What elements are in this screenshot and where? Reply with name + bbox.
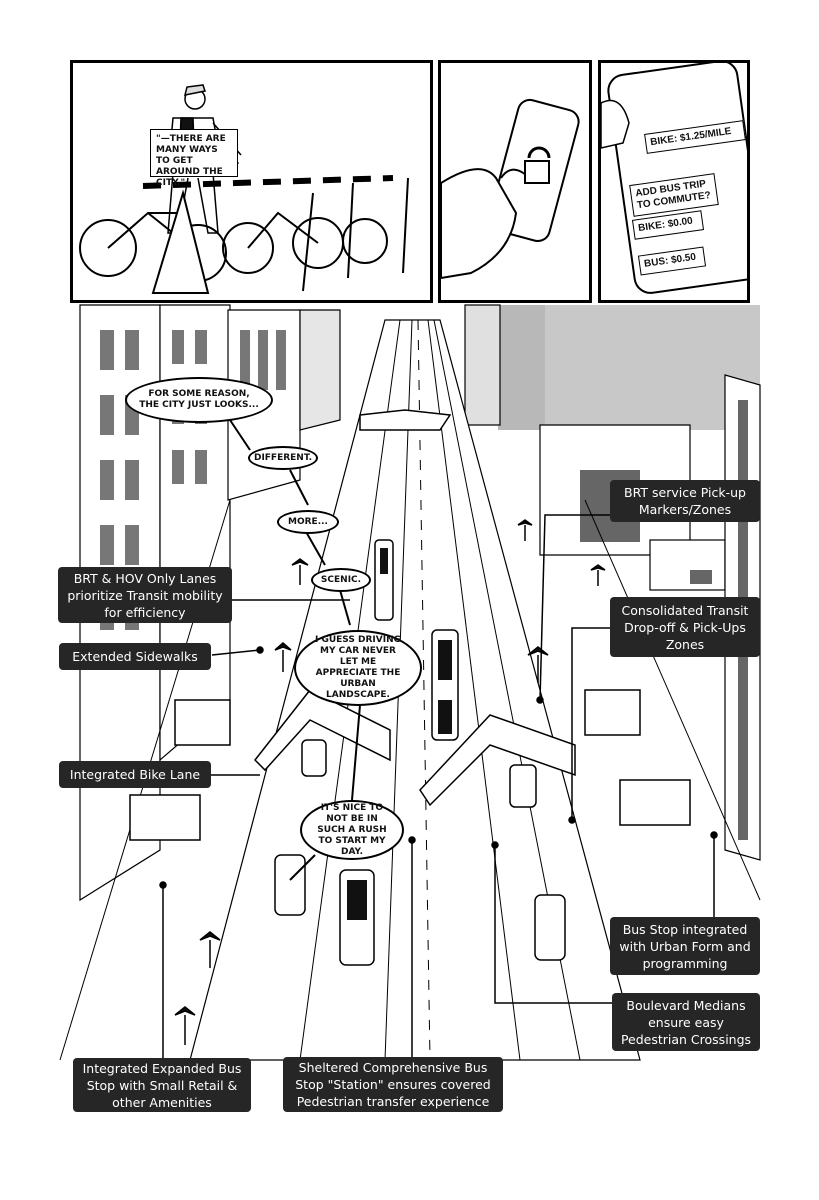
callout-brt-pickup: BRT service Pick-up Markers/Zones	[610, 480, 760, 522]
panel-phone-fares: BIKE: $1.25/MILE ADD BUS TRIP TO COMMUTE…	[598, 60, 750, 303]
panel-phone-unlock	[438, 60, 592, 303]
callout-consolidated-transit-text: Consolidated Transit Drop-off & Pick-Ups…	[621, 602, 749, 652]
callout-sheltered-station-text: Sheltered Comprehensive Bus Stop "Statio…	[295, 1060, 491, 1109]
callout-sheltered-station: Sheltered Comprehensive Bus Stop "Statio…	[283, 1057, 503, 1112]
speech-bubble-scenic: SCENIC.	[311, 568, 371, 592]
phone-unlock-illustration	[441, 98, 580, 280]
callout-boulevard-medians: Boulevard Medians ensure easy Pedestrian…	[612, 993, 760, 1051]
callout-extended-sidewalks: Extended Sidewalks	[59, 643, 211, 670]
callout-brt-hov-lanes-text: BRT & HOV Only Lanes prioritize Transit …	[67, 570, 223, 620]
callout-bus-stop-urban-form-text: Bus Stop integrated with Urban Form and …	[619, 921, 751, 971]
callout-integrated-bike-lane: Integrated Bike Lane	[59, 761, 211, 788]
callout-expanded-bus-stop: Integrated Expanded Bus Stop with Small …	[73, 1058, 251, 1112]
callout-expanded-bus-stop-text: Integrated Expanded Bus Stop with Small …	[82, 1060, 242, 1110]
speech-bubble-more: MORE...	[277, 510, 339, 534]
panel-bike-share: "—THERE ARE MANY WAYS TO GET AROUND THE …	[70, 60, 433, 303]
callout-boulevard-medians-text: Boulevard Medians ensure easy Pedestrian…	[620, 997, 752, 1047]
speech-bubble-city-looks: FOR SOME REASON, THE CITY JUST LOOKS...	[125, 377, 273, 423]
callout-brt-hov-lanes: BRT & HOV Only Lanes prioritize Transit …	[58, 567, 232, 623]
speech-bubble-driving: I GUESS DRIVING MY CAR NEVER LET ME APPR…	[294, 630, 422, 706]
speech-bubble-rush: IT'S NICE TO NOT BE IN SUCH A RUSH TO ST…	[300, 800, 404, 860]
callout-integrated-bike-lane-text: Integrated Bike Lane	[69, 767, 201, 782]
callout-bus-stop-urban-form: Bus Stop integrated with Urban Form and …	[610, 917, 760, 975]
callout-extended-sidewalks-text: Extended Sidewalks	[72, 649, 198, 664]
narration-caption: "—THERE ARE MANY WAYS TO GET AROUND THE …	[150, 129, 238, 188]
speech-bubble-different: DIFFERENT.	[248, 446, 318, 470]
unlock-icon	[527, 146, 551, 159]
callout-consolidated-transit: Consolidated Transit Drop-off & Pick-Ups…	[610, 597, 760, 657]
callout-brt-pickup-text: BRT service Pick-up Markers/Zones	[624, 485, 746, 517]
